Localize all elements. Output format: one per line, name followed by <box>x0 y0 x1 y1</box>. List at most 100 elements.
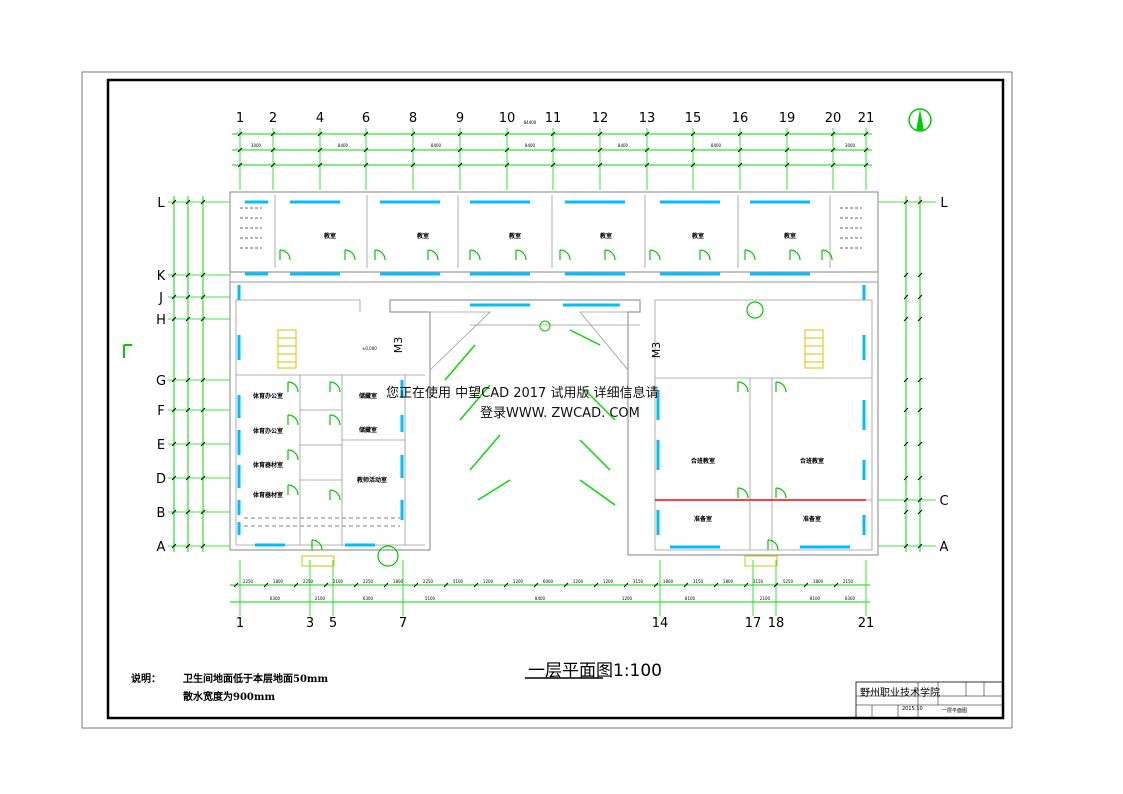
notes-heading: 说明： <box>131 674 161 685</box>
dimension-tick <box>784 162 790 168</box>
dimension-tick <box>917 316 923 322</box>
dimension-tick <box>237 162 243 168</box>
dimension-tick <box>237 131 243 137</box>
hall-arrow <box>444 344 476 381</box>
room-label: 准备室 <box>803 515 821 523</box>
dimension-tick <box>504 162 510 168</box>
dimension-value-bottom: 1800 <box>273 579 284 584</box>
watermark-line-2: 登录WWW. ZWCAD. COM <box>480 406 640 421</box>
dimension-value-bottom: 2100 <box>333 579 344 584</box>
dimension-value-bottom: 6000 <box>543 579 554 584</box>
dimension-tick <box>171 441 177 447</box>
room-label: 准备室 <box>694 515 712 523</box>
dimension-tick <box>917 475 923 481</box>
dimension-tick <box>317 147 323 153</box>
detail-marker <box>746 301 764 319</box>
dimension-tick <box>903 497 909 503</box>
hall-arrow <box>579 479 616 506</box>
dimension-tick <box>185 199 191 205</box>
dimension-tick <box>237 147 243 153</box>
door-swing <box>311 539 323 551</box>
dimension-value-bottom: 2150 <box>843 579 854 584</box>
door-swing <box>559 249 571 261</box>
room-label: 教室 <box>323 232 336 240</box>
entrance-hall <box>400 311 640 371</box>
dimension-tick <box>185 407 191 413</box>
dimension-tick <box>903 407 909 413</box>
m3-label: M3 <box>392 337 405 354</box>
dimension-value-bottom: 5250 <box>783 579 794 584</box>
room-label: 教室 <box>599 232 612 240</box>
dimension-tick <box>363 147 369 153</box>
axis-label-left: G <box>156 374 166 389</box>
dimension-tick <box>623 582 629 588</box>
axis-label-top: 19 <box>779 111 796 126</box>
axis-label-left: E <box>157 438 165 453</box>
axis-label-bottom: 3 <box>306 616 314 631</box>
drawing-title-text: 一层平面图 <box>528 661 613 681</box>
axis-label-top: 20 <box>825 111 842 126</box>
dimension-tick <box>863 147 869 153</box>
axis-label-bottom: 14 <box>652 616 669 631</box>
dimension-tick <box>270 162 276 168</box>
dimension-tick <box>863 162 869 168</box>
room-label: 储藏室 <box>358 392 377 400</box>
dimension-span-top: 84400 <box>524 120 537 125</box>
dimension-tick <box>200 272 206 278</box>
axis-label-left: J <box>158 291 163 306</box>
dimension-value-top: 8400 <box>618 143 629 148</box>
dimension-tick <box>903 294 909 300</box>
dimension-value-bottom: 1200 <box>483 579 494 584</box>
dimension-value-top: 8400 <box>525 143 536 148</box>
door-swing <box>329 489 341 501</box>
dimension-tick <box>550 131 556 137</box>
hall-arrow <box>584 389 616 421</box>
dimension-value-bottom: 6300 <box>845 596 856 601</box>
room-label: 教室 <box>783 232 796 240</box>
dimension-tick <box>171 509 177 515</box>
dimension-tick <box>773 582 779 588</box>
axis-label-bottom: 1 <box>236 616 244 631</box>
stair-west <box>277 329 297 369</box>
door-swing <box>649 249 661 261</box>
room-label: 合班教室 <box>691 457 715 465</box>
room-label: 储藏室 <box>358 426 377 434</box>
dimension-value-bottom: 8100 <box>685 596 696 601</box>
door-swing <box>767 539 779 551</box>
dimension-tick <box>803 582 809 588</box>
door-swing <box>374 249 386 261</box>
toilet-fixtures-right <box>840 207 862 249</box>
axis-label-top: 21 <box>858 111 875 126</box>
axis-label-bottom: 18 <box>768 616 785 631</box>
door-swing <box>699 249 711 261</box>
dimension-tick <box>737 162 743 168</box>
dimension-tick <box>737 131 743 137</box>
hall-arrow <box>579 439 611 471</box>
hall-arrow <box>477 479 511 501</box>
dimension-tick <box>563 582 569 588</box>
dimension-tick <box>903 509 909 515</box>
dimension-tick <box>737 147 743 153</box>
axis-label-top: 8 <box>409 111 417 126</box>
detail-marker <box>539 320 551 332</box>
dimension-tick <box>270 147 276 153</box>
door-swing <box>329 414 341 426</box>
dimension-tick <box>410 131 416 137</box>
dimension-tick <box>644 162 650 168</box>
dimension-tick <box>597 131 603 137</box>
dimension-tick <box>903 199 909 205</box>
dimension-value-bottom: 1800 <box>813 579 824 584</box>
elevation-label: ±0.000 <box>362 346 377 351</box>
dimension-tick <box>550 162 556 168</box>
door-swing <box>287 381 299 393</box>
room-label: 合班教室 <box>800 457 824 465</box>
dimension-layer <box>168 128 936 616</box>
dimension-tick <box>690 147 696 153</box>
drawing-title: 一层平面图1:100 <box>528 656 662 681</box>
door-swing <box>604 249 616 261</box>
dimension-tick <box>200 475 206 481</box>
hall-arrow <box>469 434 501 471</box>
axis-label-bottom: 21 <box>858 616 875 631</box>
room-label: 教室 <box>691 232 704 240</box>
room-label: 体育器材室 <box>253 491 283 499</box>
